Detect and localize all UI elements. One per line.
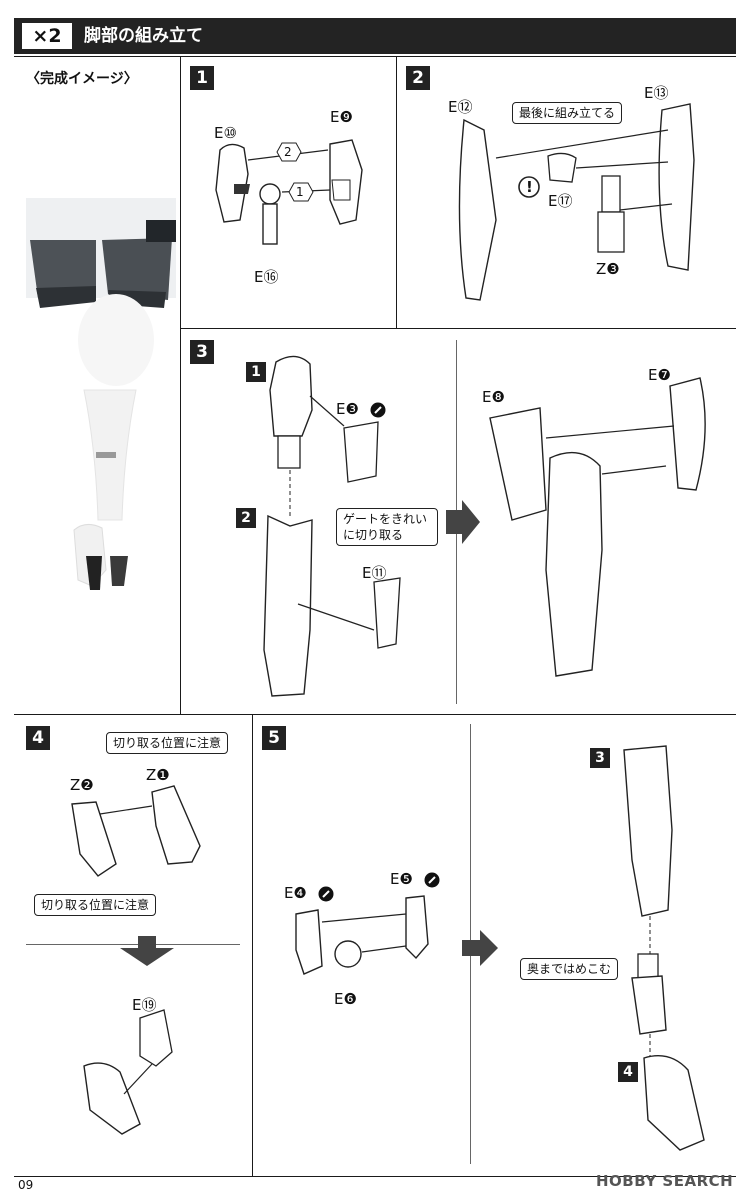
sub-step-number: 4 [618,1062,638,1082]
part-label: E❻ [334,990,357,1008]
step5-assembly-drawing [623,745,705,1151]
cut-gate-icon [318,886,334,902]
order-bubble [288,182,314,202]
warning-mark: ! [526,178,533,196]
part-label: Z❶ [146,766,170,784]
part-label: E❺ [390,870,413,888]
part-label: E⑲ [132,996,157,1014]
page-number: 09 [18,1178,34,1192]
note-cut-position: 切り取る位置に注意 [106,732,229,754]
section-title: 脚部の組み立て [84,26,203,46]
order-number: 1 [296,185,304,199]
multiplier-badge: ×2 [22,23,72,49]
note-cut-position: 切り取る位置に注意 [34,894,157,916]
note-push-in: 奥まではめこむ [520,958,619,980]
part-label: E⑰ [548,192,573,210]
part-label: E❾ [330,108,353,126]
completed-figure-image [26,198,176,590]
divider [26,944,240,945]
next-arrow-icon [462,930,498,966]
part-label: E⑬ [644,84,669,102]
cut-gate-icon [370,402,386,418]
watermark: HOBBY SEARCH [596,1172,734,1190]
part-label: E❼ [648,366,671,384]
part-label: E⑪ [362,564,387,582]
note-last-assembly: 最後に組み立てる [512,102,623,124]
divider [180,328,736,329]
step4-parts-drawing [71,785,201,1135]
part-label: E⑩ [214,124,237,142]
note-cut-gate: ゲートをきれいに切り取る [336,508,438,546]
step-number: 2 [406,66,430,90]
part-label: E⑯ [254,268,279,286]
divider [14,56,736,57]
part-label: Z❸ [596,260,620,278]
sub-step-number: 2 [236,508,256,528]
step3-parts-drawing [263,355,706,697]
cut-gate-icon [424,872,440,888]
step-number: 5 [262,726,286,750]
divider [396,56,397,328]
preview-caption: 〈完成イメージ〉 [26,71,138,87]
sub-step-number: 1 [246,362,266,382]
step2-parts-drawing [458,103,695,301]
step1-parts-drawing [215,139,363,245]
order-bubble [276,142,302,162]
divider [14,714,736,715]
section-header [14,18,736,54]
step-number: 1 [190,66,214,90]
part-label: E❽ [482,388,505,406]
step5-parts-drawing [295,895,429,975]
part-label: E⑫ [448,98,473,116]
order-number: 2 [284,145,292,159]
divider [180,56,181,714]
step-number: 4 [26,726,50,750]
divider [252,714,253,1176]
warning-icon [518,176,540,198]
sub-step-number: 3 [590,748,610,768]
part-label: Z❷ [70,776,94,794]
step-number: 3 [190,340,214,364]
divider [14,1176,736,1177]
part-label: E❸ [336,400,359,418]
part-label: E❹ [284,884,307,902]
